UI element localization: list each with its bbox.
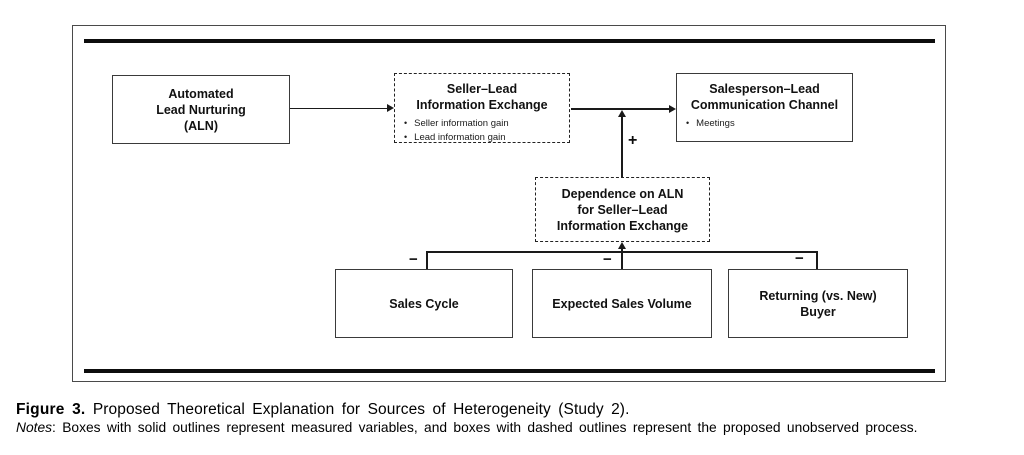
arrow-exchange-to-channel-line	[571, 108, 669, 110]
connector-horizontal-line	[427, 251, 818, 253]
figure-notes-label: Notes	[16, 420, 53, 435]
connector-arrow-head	[618, 242, 626, 249]
bullet-icon: •	[404, 131, 408, 142]
list-item: • Meetings	[686, 117, 735, 131]
box-salesperson-lead-communication-channel: Salesperson–Lead Communication Channel •…	[676, 73, 853, 142]
figure-notes-body: : Boxes with solid outlines represent me…	[52, 420, 918, 435]
bullet-text: Seller information gain	[414, 118, 509, 129]
arrow-exchange-to-channel-head	[669, 105, 676, 113]
top-thick-rule	[84, 39, 935, 43]
bullet-icon: •	[686, 118, 690, 128]
minus-sign-returning-buyer: −	[795, 250, 804, 267]
bullet-icon: •	[404, 118, 408, 128]
figure-caption-title: Proposed Theoretical Explanation for Sou…	[85, 401, 630, 418]
figure-notes: Notes: Boxes with solid outlines represe…	[16, 420, 917, 435]
arrow-aln-to-exchange-head	[387, 104, 394, 112]
figure-caption: Figure 3. Proposed Theoretical Explanati…	[16, 401, 629, 419]
bottom-thick-rule	[84, 369, 935, 373]
salesperson-bullet-list: • Meetings	[677, 117, 735, 131]
box-seller-lead-information-exchange: Seller–Lead Information Exchange • Selle…	[394, 73, 570, 143]
connector-center-stub	[621, 249, 623, 270]
box-title-seller-lead-exchange: Seller–Lead Information Exchange	[416, 82, 548, 112]
minus-sign-expected-sales-volume: −	[603, 251, 612, 268]
box-dependence-on-aln: Dependence on ALN for Seller–Lead Inform…	[535, 177, 710, 242]
bullet-text: Lead information gain	[414, 131, 506, 143]
box-expected-sales-volume: Expected Sales Volume	[532, 269, 712, 338]
box-title-dependence-on-aln: Dependence on ALN for Seller–Lead Inform…	[556, 186, 689, 233]
box-automated-lead-nurturing: Automated Lead Nurturing (ALN)	[112, 75, 290, 144]
moderation-arrow-head	[618, 110, 626, 117]
figure-caption-label: Figure 3.	[16, 401, 86, 418]
list-item: • Seller information gain	[404, 117, 509, 131]
plus-sign: +	[628, 132, 638, 149]
moderation-arrow-line	[621, 117, 623, 177]
connector-left-stub	[426, 251, 428, 270]
box-title-aln: Automated Lead Nurturing (ALN)	[156, 86, 246, 133]
box-title-salesperson-channel: Salesperson–Lead Communication Channel	[690, 82, 839, 112]
box-title-sales-cycle: Sales Cycle	[389, 296, 459, 311]
box-returning-buyer: Returning (vs. New) Buyer	[728, 269, 908, 338]
seller-lead-bullet-list: • Seller information gain • Lead informa…	[395, 117, 509, 145]
list-item: • Lead information gain	[404, 131, 509, 145]
arrow-aln-to-exchange-line	[290, 107, 388, 110]
minus-sign-sales-cycle: −	[409, 251, 418, 268]
box-sales-cycle: Sales Cycle	[335, 269, 513, 338]
bullet-text: Meetings	[696, 118, 735, 129]
box-title-returning-buyer: Returning (vs. New) Buyer	[759, 288, 877, 319]
box-title-expected-sales-volume: Expected Sales Volume	[552, 296, 692, 311]
connector-right-stub	[816, 251, 818, 270]
